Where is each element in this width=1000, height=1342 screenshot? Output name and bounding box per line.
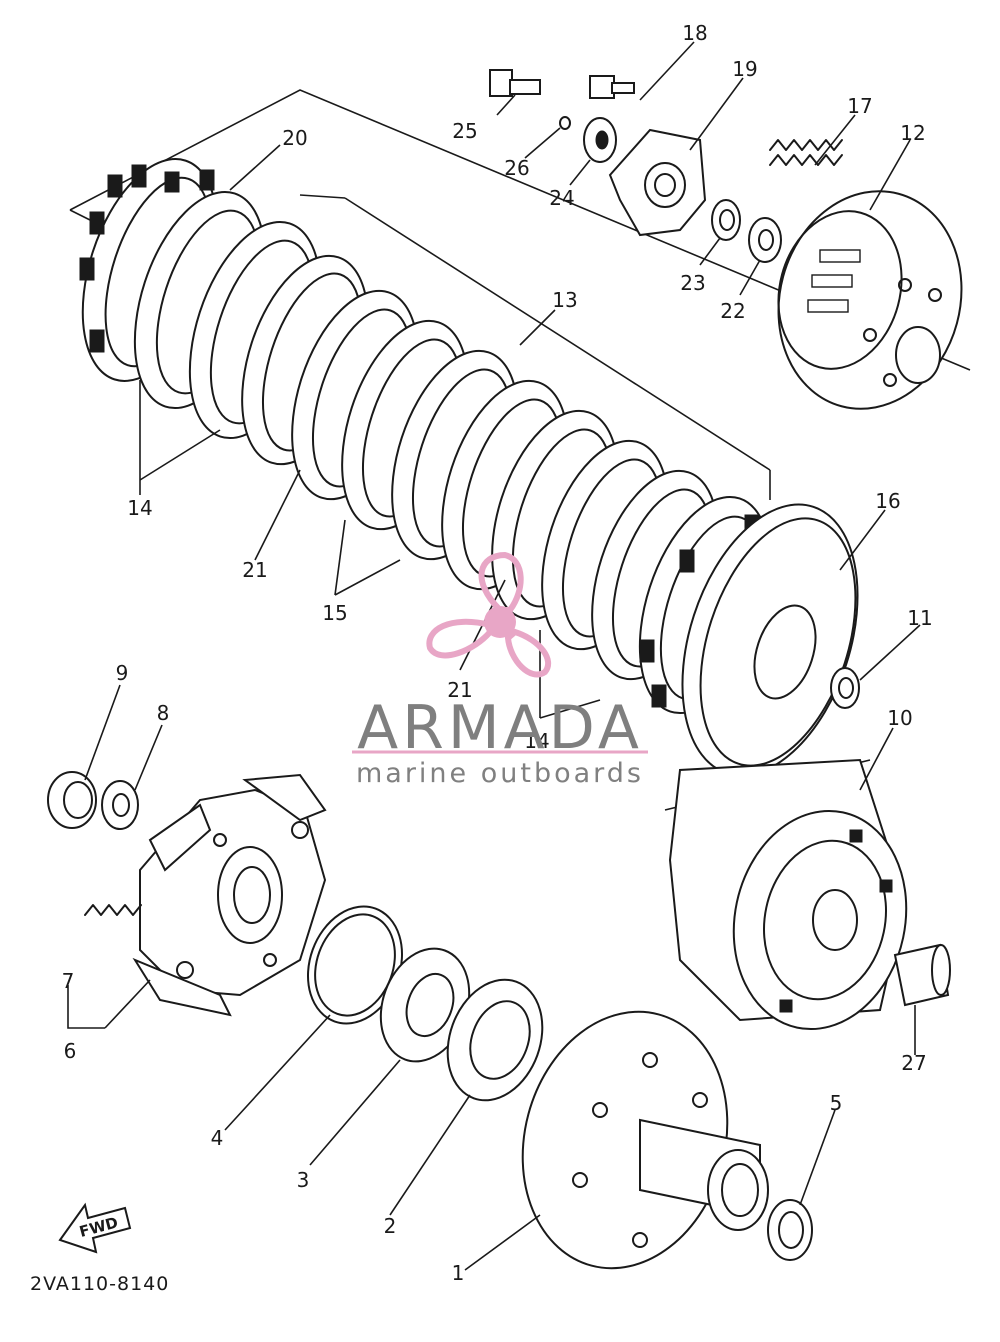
callout-20: 20 — [282, 126, 307, 150]
circlip-8 — [101, 780, 139, 830]
callout-14-lower: 14 — [524, 729, 549, 753]
leader-lines — [67, 41, 921, 1271]
callout-6: 6 — [64, 1039, 77, 1063]
ball-26 — [559, 116, 571, 130]
bushing-27 — [893, 943, 951, 1007]
clutch-housing-10 — [664, 758, 908, 1031]
callout-11: 11 — [907, 606, 932, 630]
washer-5 — [767, 1199, 813, 1261]
callout-13: 13 — [552, 288, 577, 312]
callout-14-upper: 14 — [127, 496, 152, 520]
callout-19: 19 — [732, 57, 757, 81]
callout-21-center: 21 — [447, 678, 472, 702]
clutch-drum-1 — [521, 1010, 769, 1270]
washer-23 — [711, 199, 741, 241]
clutch-plate-stack — [133, 190, 772, 715]
callout-4: 4 — [211, 1126, 224, 1150]
callout-10: 10 — [887, 706, 912, 730]
callout-8: 8 — [157, 701, 170, 725]
lock-washer-22 — [748, 217, 782, 263]
plate-19 — [608, 128, 707, 237]
watermark: ARMADA marine outboards — [352, 551, 648, 789]
bearing-24 — [583, 117, 617, 163]
callout-5: 5 — [830, 1091, 843, 1115]
callout-3: 3 — [297, 1168, 310, 1192]
callout-22: 22 — [720, 299, 745, 323]
callout-15: 15 — [322, 601, 347, 625]
callout-17: 17 — [847, 94, 872, 118]
callout-7: 7 — [62, 969, 75, 993]
collar-9 — [47, 771, 97, 829]
fwd-arrow: FWD — [58, 1202, 132, 1254]
callout-1: 1 — [452, 1261, 465, 1285]
callout-25: 25 — [452, 119, 477, 143]
callout-9: 9 — [116, 661, 129, 685]
drawing-code: 2VA110-8140 — [30, 1273, 169, 1295]
callout-21-left: 21 — [242, 558, 267, 582]
one-way-clutch-2 — [446, 978, 544, 1102]
callout-16: 16 — [875, 489, 900, 513]
callout-18: 18 — [682, 21, 707, 45]
callout-2: 2 — [384, 1214, 397, 1238]
circlip-11 — [830, 667, 860, 709]
callout-24: 24 — [549, 186, 574, 210]
watermark-tagline: marine outboards — [356, 758, 644, 789]
spring-7 — [84, 904, 142, 916]
callout-12: 12 — [900, 121, 925, 145]
armada-propeller-logo — [426, 551, 552, 678]
bearing-3 — [379, 947, 471, 1063]
callout-labels: 1 2 3 4 5 6 7 8 9 10 11 12 13 14 14 15 1… — [62, 21, 933, 1285]
clutch-boss-12 — [777, 190, 963, 410]
callout-26: 26 — [504, 156, 529, 180]
callout-23: 23 — [680, 271, 705, 295]
pin-25 — [489, 69, 541, 97]
bolt-18 — [589, 75, 635, 99]
clutch-shoe-assembly-6 — [132, 773, 327, 1017]
callout-27: 27 — [901, 1051, 926, 1075]
